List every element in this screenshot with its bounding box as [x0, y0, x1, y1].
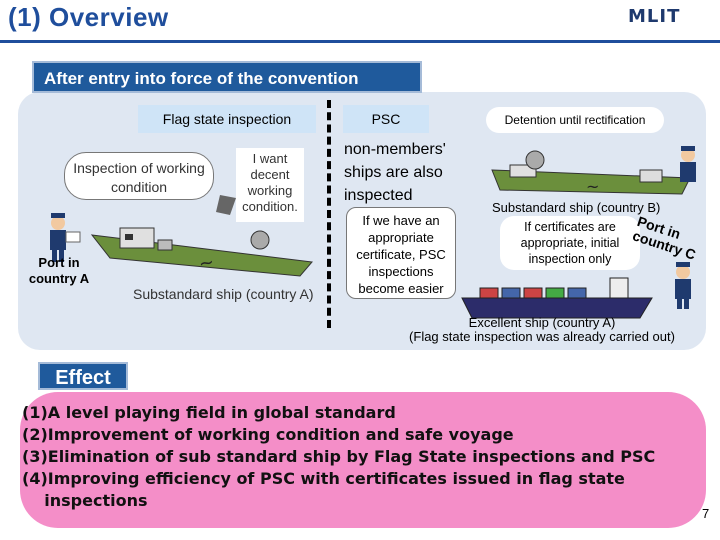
- certificate-check-callout: If certificates are appropriate, initial…: [500, 216, 640, 270]
- detained-ship-b-icon: ~: [491, 150, 691, 196]
- port-country-a-label: Port in country A: [28, 255, 90, 286]
- crew-member-icon: [216, 195, 236, 215]
- effect-item: (4)Improving efficiency of PSC with cert…: [22, 469, 625, 488]
- inspector-country-b-icon: [680, 146, 696, 182]
- svg-text:~: ~: [586, 177, 599, 196]
- effect-item: (1)A level playing field in global stand…: [22, 403, 396, 422]
- excellent-ship-note: (Flag state inspection was already carri…: [409, 329, 675, 344]
- psc-heading: PSC: [343, 105, 429, 133]
- mlit-logo: MLIT: [628, 6, 681, 27]
- crew-speech-callout: I want decent working condition.: [236, 148, 304, 222]
- excellent-ship-name: Excellent ship (country A): [468, 315, 616, 330]
- page-title: (1) Overview: [8, 2, 169, 32]
- svg-text:~: ~: [197, 252, 216, 275]
- effect-box: [20, 392, 706, 528]
- substandard-ship-a-icon: ~: [90, 227, 313, 277]
- effect-list: (1)A level playing field in global stand…: [22, 402, 655, 512]
- inspector-country-a-icon: [50, 213, 81, 262]
- effect-item: inspections: [22, 491, 148, 510]
- excellent-ship-icon: [461, 277, 653, 319]
- page-number: 7: [702, 506, 710, 521]
- title-rule: [0, 40, 720, 43]
- nonmember-text: non-members' ships are also inspected: [344, 141, 446, 204]
- inspection-callout: Inspection of working condition: [64, 152, 214, 200]
- effect-item: (2)Improvement of working condition and …: [22, 425, 514, 444]
- flag-state-heading: Flag state inspection: [138, 105, 316, 133]
- section-divider: [327, 100, 331, 328]
- substandard-ship-a-label: Substandard ship (country A): [133, 286, 314, 302]
- effect-label: Effect: [38, 362, 128, 390]
- certificate-callout: If we have an appropriate certificate, P…: [346, 207, 456, 299]
- convention-banner: After entry into force of the convention: [32, 61, 422, 93]
- excellent-ship-label: Excellent ship (country A) (Flag state i…: [392, 316, 692, 344]
- detention-label: Detention until rectification: [486, 107, 664, 133]
- effect-item: (3)Elimination of sub standard ship by F…: [22, 447, 656, 466]
- inspector-country-c-icon: [675, 262, 691, 309]
- substandard-ship-b-label: Substandard ship (country B): [492, 200, 661, 215]
